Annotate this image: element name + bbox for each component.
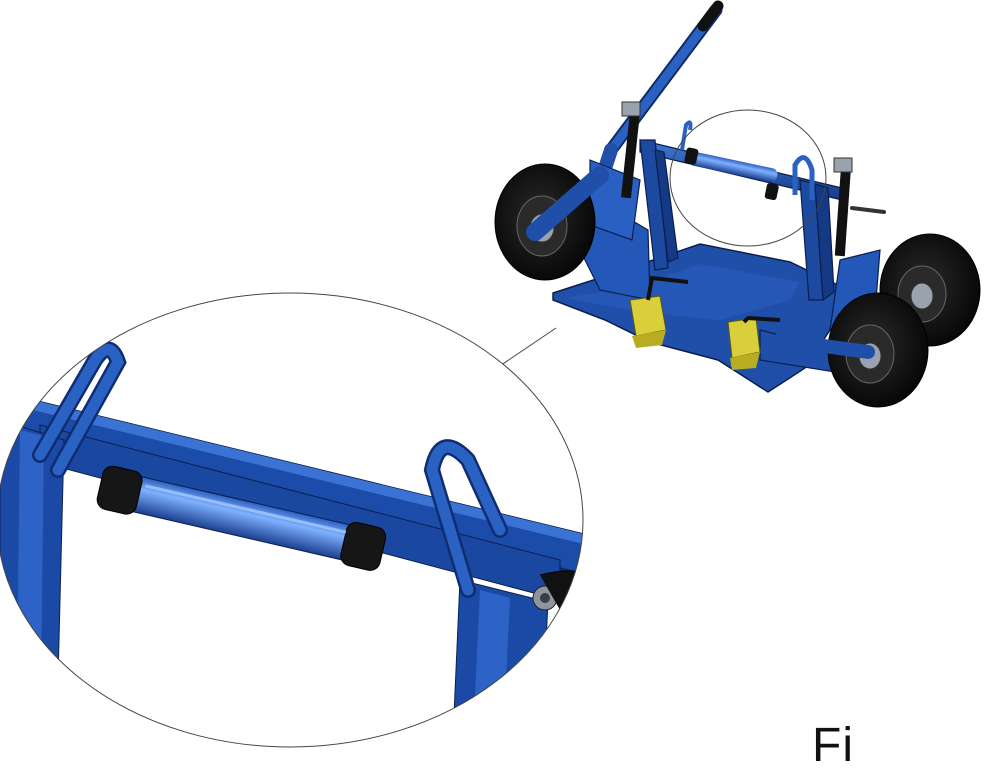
spring-lever-left — [621, 101, 641, 199]
roller-bar — [96, 465, 387, 571]
wheel-left — [494, 163, 609, 281]
callout-ellipse — [0, 292, 584, 748]
roller-bar-small — [684, 147, 779, 201]
equipment-diagram — [0, 0, 981, 748]
spring-lever-right — [833, 157, 886, 257]
jack-left — [629, 275, 689, 348]
jack-right — [727, 315, 781, 370]
detail-marker-ellipse — [669, 109, 827, 247]
hook-loop-small — [792, 155, 815, 200]
figure-caption: Fi — [812, 719, 854, 772]
main-assembly — [494, 0, 981, 408]
detail-callout — [0, 292, 584, 748]
wheel-right-front — [773, 292, 929, 408]
